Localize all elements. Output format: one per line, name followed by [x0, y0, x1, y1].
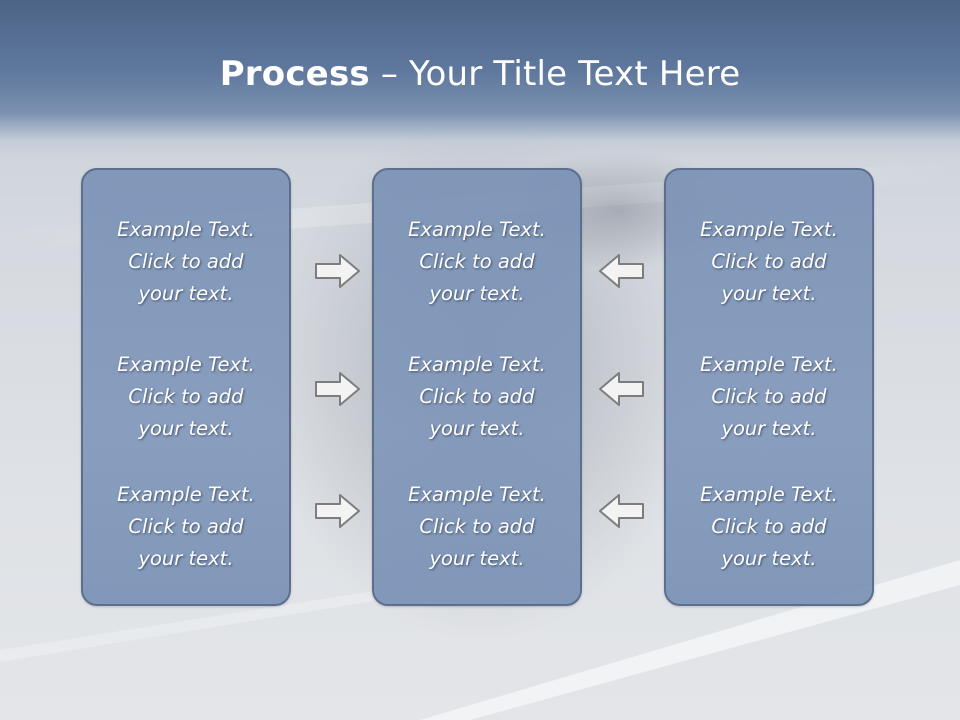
text-line: Example Text. — [700, 483, 838, 506]
text-line: Click to add — [419, 385, 535, 408]
title-bold: Process — [219, 54, 370, 94]
title-rest: – Your Title Text Here — [369, 54, 741, 94]
title-band — [0, 0, 960, 160]
arrow-left-icon — [597, 252, 645, 290]
slide-title[interactable]: Process – Your Title Text Here — [0, 52, 960, 96]
arrow-right-icon — [314, 370, 362, 408]
text-placeholder[interactable]: Example Text. Click to add your text. — [666, 214, 872, 310]
text-placeholder[interactable]: Example Text. Click to add your text. — [666, 349, 872, 445]
text-line: Click to add — [711, 250, 827, 273]
text-line: Example Text. — [408, 353, 546, 376]
text-line: Click to add — [419, 250, 535, 273]
arrow-right-icon — [314, 492, 362, 530]
process-panel-middle[interactable]: Example Text. Click to add your text. Ex… — [372, 168, 582, 606]
text-line: Example Text. — [700, 218, 838, 241]
text-line: your text. — [138, 282, 234, 305]
text-line: Click to add — [711, 385, 827, 408]
text-line: your text. — [429, 547, 525, 570]
text-placeholder[interactable]: Example Text. Click to add your text. — [374, 349, 580, 445]
text-placeholder[interactable]: Example Text. Click to add your text. — [83, 479, 289, 575]
text-line: your text. — [721, 417, 817, 440]
text-placeholder[interactable]: Example Text. Click to add your text. — [83, 214, 289, 310]
text-placeholder[interactable]: Example Text. Click to add your text. — [83, 349, 289, 445]
arrow-left-icon — [597, 370, 645, 408]
text-line: Click to add — [128, 250, 244, 273]
text-line: Click to add — [128, 385, 244, 408]
text-line: your text. — [138, 417, 234, 440]
text-line: Click to add — [419, 515, 535, 538]
text-line: Example Text. — [408, 218, 546, 241]
text-line: your text. — [721, 547, 817, 570]
arrow-right-icon — [314, 252, 362, 290]
text-line: your text. — [429, 282, 525, 305]
text-line: Example Text. — [117, 218, 255, 241]
text-placeholder[interactable]: Example Text. Click to add your text. — [666, 479, 872, 575]
process-panel-right[interactable]: Example Text. Click to add your text. Ex… — [664, 168, 874, 606]
text-line: Example Text. — [117, 353, 255, 376]
text-line: Click to add — [711, 515, 827, 538]
text-line: Click to add — [128, 515, 244, 538]
process-panel-left[interactable]: Example Text. Click to add your text. Ex… — [81, 168, 291, 606]
text-line: your text. — [138, 547, 234, 570]
text-placeholder[interactable]: Example Text. Click to add your text. — [374, 214, 580, 310]
text-line: your text. — [721, 282, 817, 305]
text-placeholder[interactable]: Example Text. Click to add your text. — [374, 479, 580, 575]
text-line: Example Text. — [408, 483, 546, 506]
text-line: your text. — [429, 417, 525, 440]
text-line: Example Text. — [700, 353, 838, 376]
text-line: Example Text. — [117, 483, 255, 506]
arrow-left-icon — [597, 492, 645, 530]
